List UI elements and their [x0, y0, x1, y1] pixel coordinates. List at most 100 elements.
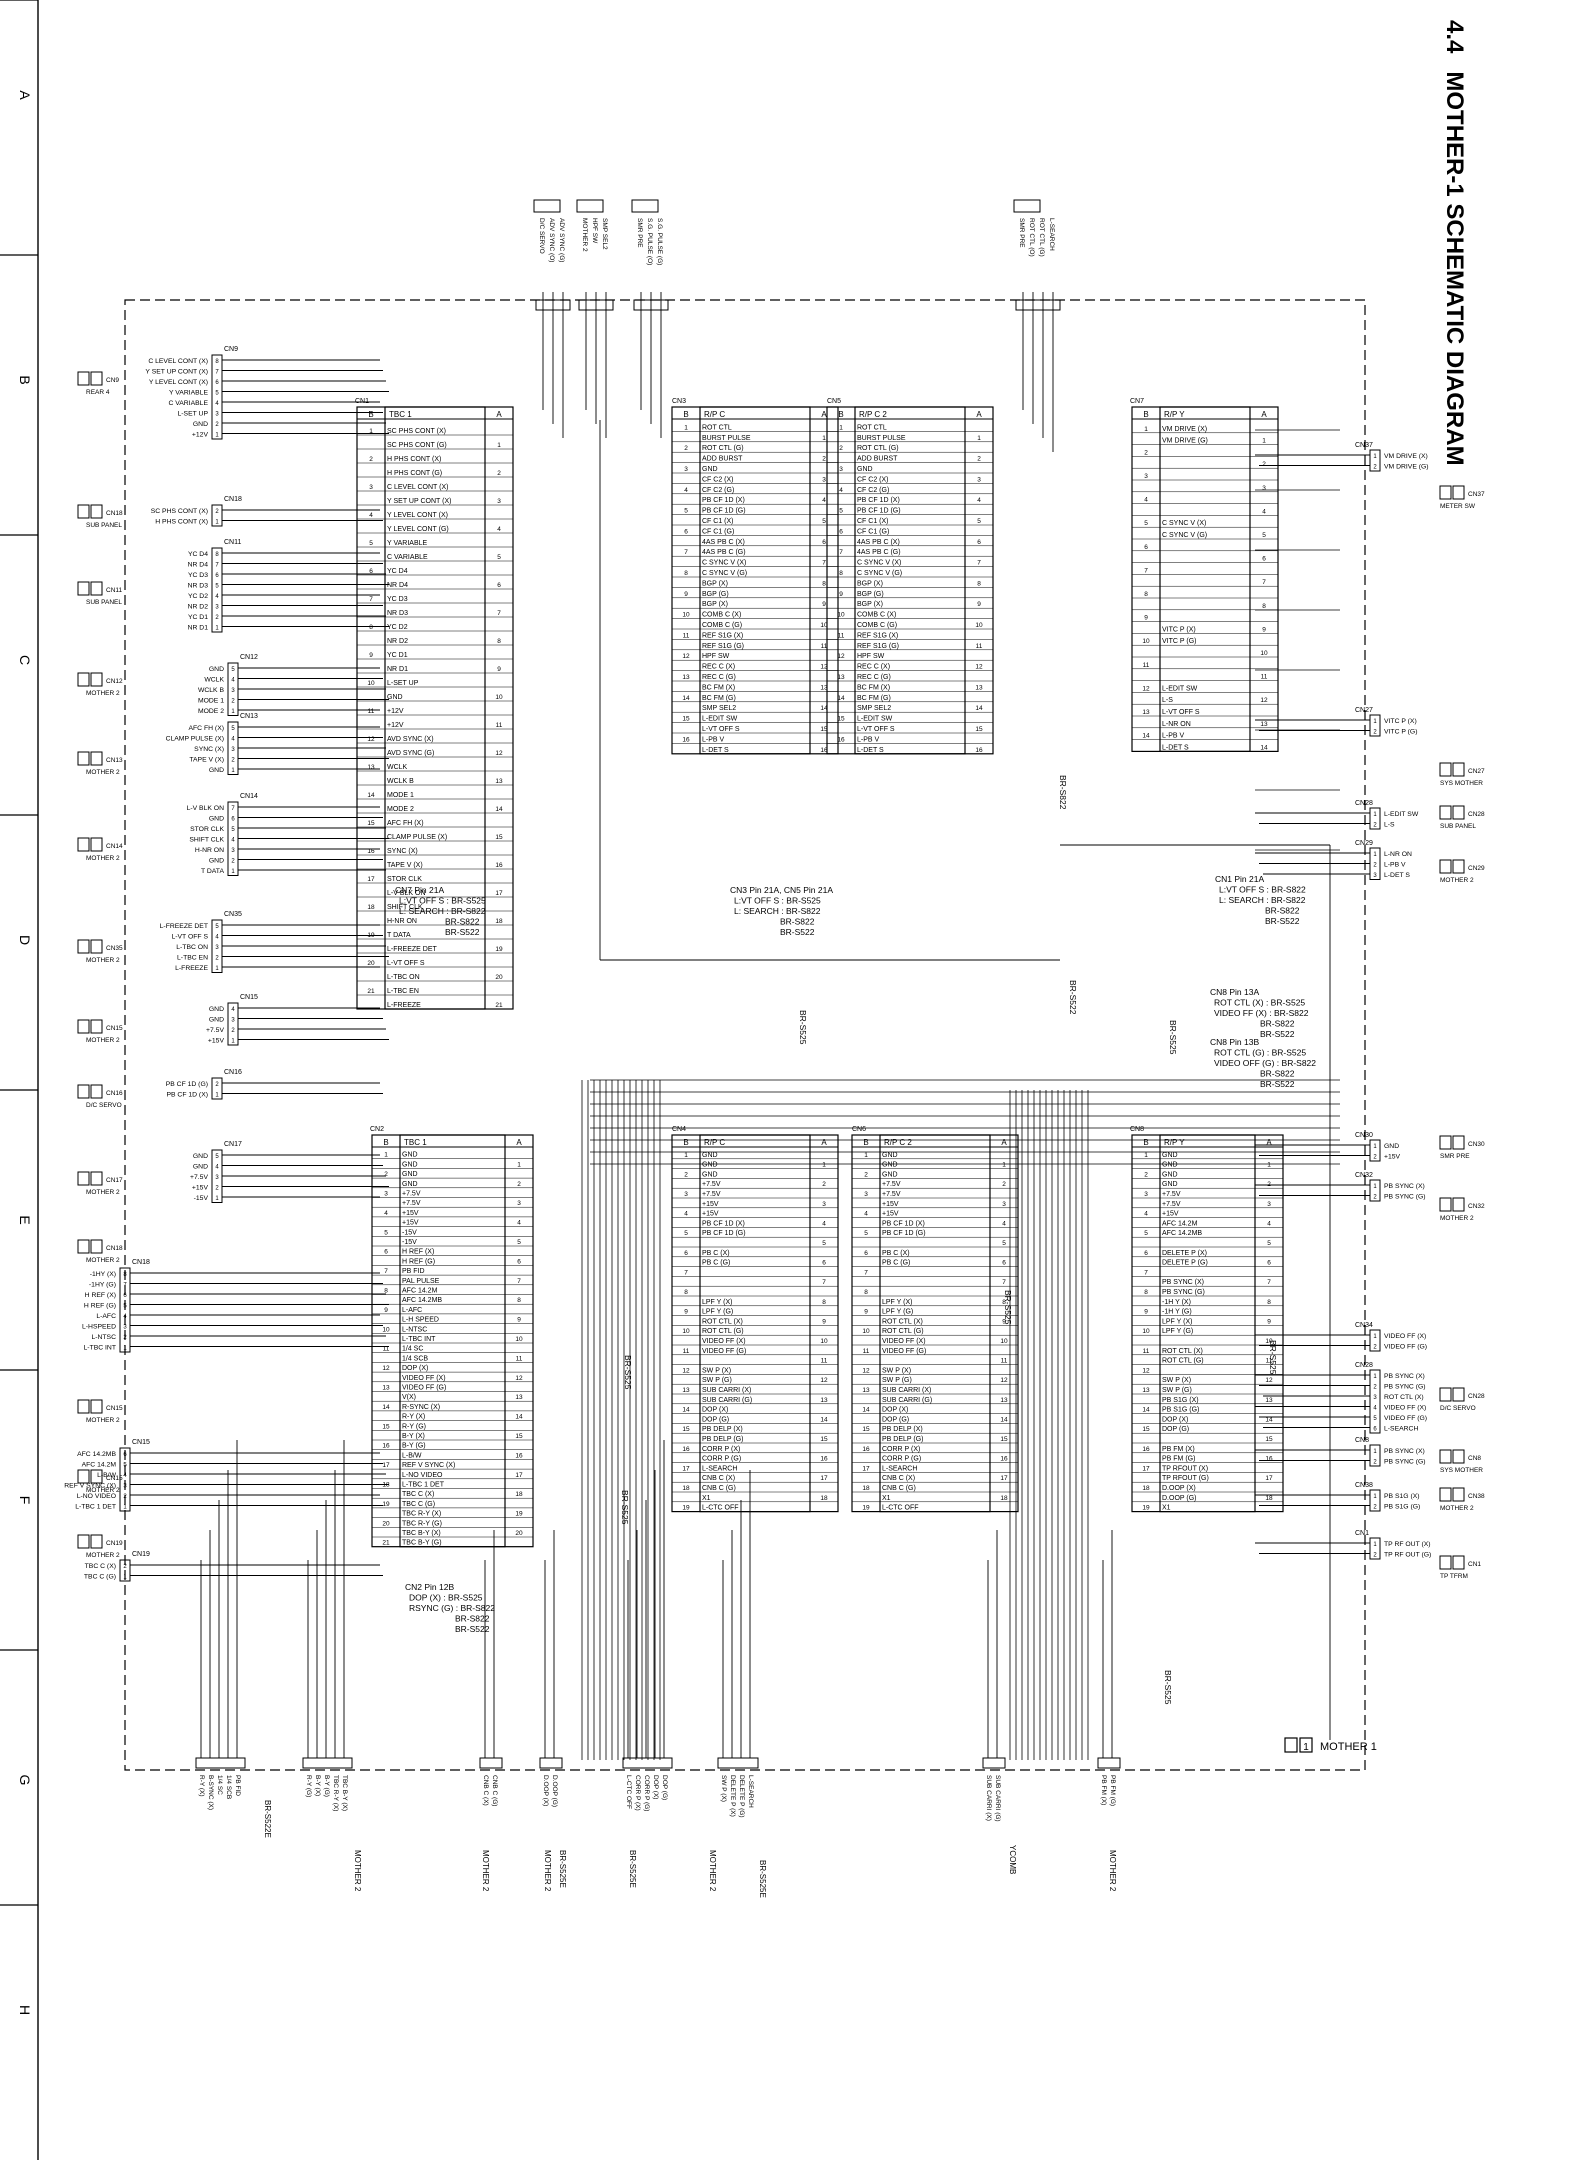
ic-pin-label: TBC C (X)	[402, 1491, 434, 1498]
pin-number-b: 3	[864, 1191, 868, 1198]
dest-label: MOTHER 2	[86, 957, 120, 964]
pin-number-a: 12	[1260, 697, 1268, 704]
ic-pin-label: ROT CTL (G)	[1162, 1358, 1204, 1365]
pin-number-b: 1	[864, 1152, 868, 1159]
pin-number-b: 21	[367, 988, 375, 995]
bottom-destination-label: YCOMB	[1008, 1845, 1017, 1874]
dest-connector: CN15	[106, 1475, 123, 1482]
pin-number-b: 8	[864, 1289, 868, 1296]
pin-number-a: 10	[820, 1338, 828, 1345]
dest-badge	[1452, 1449, 1465, 1464]
ic-name: R/P C	[704, 410, 725, 419]
dest-label: MOTHER 2	[1440, 1215, 1474, 1222]
ic-pin-label: VIDEO FF (G)	[402, 1385, 446, 1392]
pin-number: 1	[123, 1575, 127, 1581]
pin-number-b: 4	[684, 487, 688, 494]
ic-pin-label: AVD SYNC (G)	[387, 750, 434, 757]
connector-pin-label: TP RF OUT (G)	[1384, 1552, 1431, 1559]
ic-pin-label: SHIFT CLK	[387, 904, 423, 911]
connector-body	[1369, 1179, 1381, 1202]
ic-pin-label: GND	[702, 466, 718, 473]
note-line: BR-S522	[1260, 1079, 1295, 1089]
dest-label: TP TFRM	[1440, 1573, 1468, 1580]
connector-id: CN19	[132, 1551, 150, 1558]
pin-number-b: 9	[1144, 615, 1148, 622]
bottom-connector-label: B-SYNC (X)	[207, 1775, 214, 1810]
connector-pin-label: GND	[209, 767, 224, 774]
ic-pin-label: V(X)	[402, 1394, 416, 1401]
pin-number-b: 11	[683, 632, 690, 639]
row-marker: B	[17, 375, 33, 384]
pin-number-b: 13	[862, 1387, 870, 1394]
ic-pin-label: L-TBC INT	[402, 1336, 436, 1343]
ic-pin-label: DOP (X)	[702, 1407, 728, 1414]
ic-pin-label: CNB C (G)	[882, 1485, 916, 1492]
pin-number: 2	[215, 1082, 219, 1088]
pin-number-b: 14	[367, 792, 375, 799]
pin-number-a: 12	[1000, 1377, 1008, 1384]
pin-number-a: 5	[822, 1240, 826, 1247]
pin-number-b: 7	[369, 596, 373, 603]
ic-pin-label: SW P (X)	[1162, 1377, 1191, 1384]
pin-number-b: 21	[382, 1540, 390, 1547]
bottom-connector-label: SUB CARRI (G)	[994, 1775, 1001, 1822]
ic-pin-label: PB C (G)	[882, 1260, 910, 1267]
pin-number: 1	[1373, 1449, 1377, 1455]
pin-number: 2	[231, 1028, 235, 1034]
pin-number-b: 17	[382, 1462, 390, 1469]
pin-number-b: 5	[369, 540, 373, 547]
bottom-connector-label: B-Y (X)	[314, 1775, 321, 1796]
pin-number-b: 2	[864, 1171, 868, 1178]
dest-badge	[1452, 1197, 1465, 1212]
ic-pin-label: ROT CTL (G)	[702, 1328, 744, 1335]
pin-number: 3	[123, 1484, 127, 1490]
pin-number-a: 4	[822, 497, 826, 504]
pin-number-b: 7	[684, 549, 688, 556]
pin-number: 8	[215, 552, 219, 558]
dest-badge	[77, 751, 90, 766]
pin-number-b: 14	[1142, 733, 1150, 740]
pin-number-b: 15	[682, 1426, 690, 1433]
note-line: L: SEARCH : BR-S822	[399, 906, 486, 916]
pin-number: 5	[215, 391, 219, 397]
pin-number-b: 8	[684, 570, 688, 577]
pin-number-a: 6	[1267, 1260, 1271, 1267]
pin-number: 2	[1373, 465, 1377, 471]
note-line: CN8 Pin 13A	[1210, 987, 1259, 997]
ic-pin-label: D.OOP (G)	[1162, 1495, 1196, 1502]
pin-number-a: 3	[822, 476, 826, 483]
bottom-connector-label: DELETE P (G)	[738, 1775, 745, 1818]
pin-number-b: 19	[862, 1505, 870, 1512]
ic-pin-label: COMB C (X)	[857, 612, 896, 619]
connector-id: CN28	[1355, 1362, 1373, 1369]
note-line: L: SEARCH : BR-S822	[734, 906, 821, 916]
pin-number: 4	[123, 1314, 127, 1320]
ic-pin-label: L-TBC EN	[387, 988, 419, 995]
note-line: BR-S522	[445, 927, 480, 937]
ic-pin-label: REC C (G)	[857, 674, 891, 681]
pin-number-a: 15	[1265, 1436, 1273, 1443]
ic-pin-label: ROT CTL	[857, 424, 887, 431]
pin-number-b: 16	[862, 1446, 870, 1453]
connector-id: CN15	[240, 994, 258, 1001]
connector-id: CN9	[224, 346, 238, 353]
pin-number: 5	[231, 726, 235, 732]
dest-label: SYS MOTHER	[1440, 780, 1483, 787]
pin-number-b: 14	[1142, 1407, 1150, 1414]
dest-label: MOTHER 2	[86, 1189, 120, 1196]
ic-pin-label: BGP (X)	[857, 580, 883, 587]
pin-number-a: 2	[822, 456, 826, 463]
connector-pin-label: PB SYNC (X)	[1384, 1373, 1425, 1380]
pin-number: 1	[215, 966, 219, 972]
pin-number-b: 1	[1144, 426, 1148, 433]
bottom-connector-body	[479, 1757, 503, 1769]
pin-number-b: 5	[1144, 520, 1148, 527]
pin-number-b: 7	[864, 1269, 868, 1276]
dest-connector: CN12	[106, 678, 123, 685]
pin-number: 2	[1373, 730, 1377, 736]
ic-pin-label: X1	[702, 1495, 711, 1502]
